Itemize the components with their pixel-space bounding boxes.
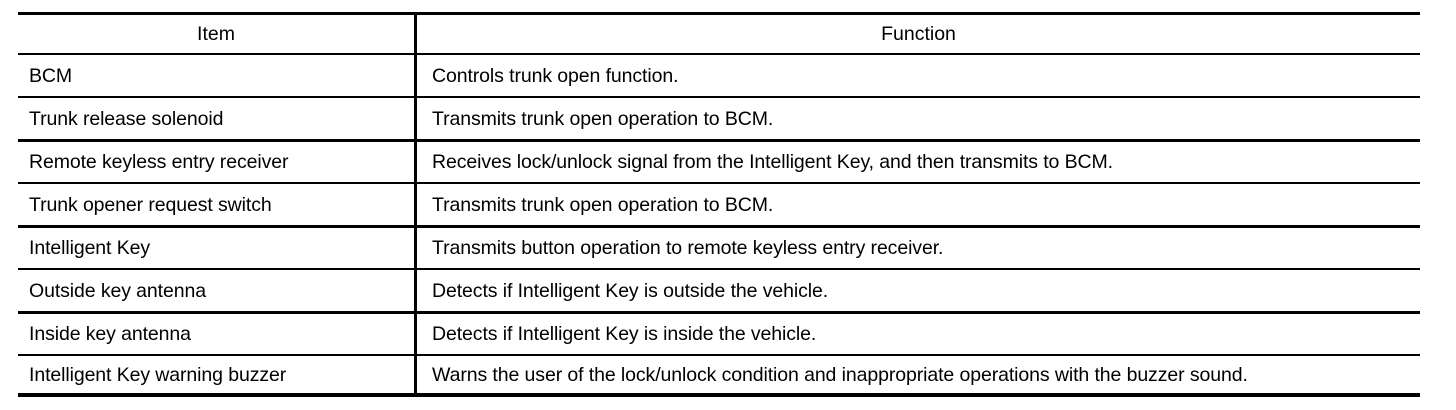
row-item-cell: Trunk release solenoid xyxy=(18,98,417,139)
row-item-cell: BCM xyxy=(18,55,417,96)
row-function-cell: Receives lock/unlock signal from the Int… xyxy=(417,142,1420,182)
column-header-function: Function xyxy=(881,23,956,45)
row-function-label: Detects if Intelligent Key is outside th… xyxy=(432,279,829,302)
component-function-table: Item Function BCM Controls trunk open fu… xyxy=(18,12,1420,397)
table-row: Remote keyless entry receiver Receives l… xyxy=(18,139,1420,182)
row-function-label: Warns the user of the lock/unlock condit… xyxy=(432,363,1248,386)
table-row: Trunk opener request switch Transmits tr… xyxy=(18,182,1420,225)
column-header-item: Item xyxy=(197,23,235,45)
row-item-label: Inside key antenna xyxy=(29,323,191,345)
row-function-cell: Warns the user of the lock/unlock condit… xyxy=(417,356,1420,393)
table-row: Outside key antenna Detects if Intellige… xyxy=(18,268,1420,311)
row-item-label: Trunk opener request switch xyxy=(29,193,272,216)
table-row: Trunk release solenoid Transmits trunk o… xyxy=(18,96,1420,139)
row-item-label: Trunk release solenoid xyxy=(29,107,224,130)
row-function-cell: Detects if Intelligent Key is outside th… xyxy=(417,270,1420,311)
table-header-row: Item Function xyxy=(18,12,1420,53)
table-row: Intelligent Key warning buzzer Warns the… xyxy=(18,354,1420,397)
row-item-cell: Intelligent Key warning buzzer xyxy=(18,356,417,393)
row-function-label: Detects if Intelligent Key is inside the… xyxy=(432,323,817,345)
row-function-cell: Transmits trunk open operation to BCM. xyxy=(417,98,1420,139)
row-function-cell: Transmits button operation to remote key… xyxy=(417,228,1420,268)
row-item-label: Intelligent Key xyxy=(29,237,150,259)
row-function-label: Transmits button operation to remote key… xyxy=(432,237,944,259)
row-item-label: BCM xyxy=(29,64,73,87)
row-function-label: Transmits trunk open operation to BCM. xyxy=(432,107,774,130)
row-function-label: Receives lock/unlock signal from the Int… xyxy=(432,151,1113,173)
row-item-cell: Trunk opener request switch xyxy=(18,184,417,225)
row-function-label: Transmits trunk open operation to BCM. xyxy=(432,193,774,216)
row-function-cell: Transmits trunk open operation to BCM. xyxy=(417,184,1420,225)
row-item-label: Intelligent Key warning buzzer xyxy=(29,363,287,386)
table-row: BCM Controls trunk open function. xyxy=(18,53,1420,96)
row-function-cell: Detects if Intelligent Key is inside the… xyxy=(417,314,1420,354)
row-item-cell: Inside key antenna xyxy=(18,314,417,354)
row-function-label: Controls trunk open function. xyxy=(432,64,679,87)
row-item-cell: Remote keyless entry receiver xyxy=(18,142,417,182)
row-function-cell: Controls trunk open function. xyxy=(417,55,1420,96)
row-item-cell: Intelligent Key xyxy=(18,228,417,268)
table-row: Inside key antenna Detects if Intelligen… xyxy=(18,311,1420,354)
row-item-label: Remote keyless entry receiver xyxy=(29,151,289,173)
header-cell-item: Item xyxy=(18,15,417,53)
table-row: Intelligent Key Transmits button operati… xyxy=(18,225,1420,268)
row-item-cell: Outside key antenna xyxy=(18,270,417,311)
header-cell-function: Function xyxy=(417,15,1420,53)
row-item-label: Outside key antenna xyxy=(29,279,206,302)
